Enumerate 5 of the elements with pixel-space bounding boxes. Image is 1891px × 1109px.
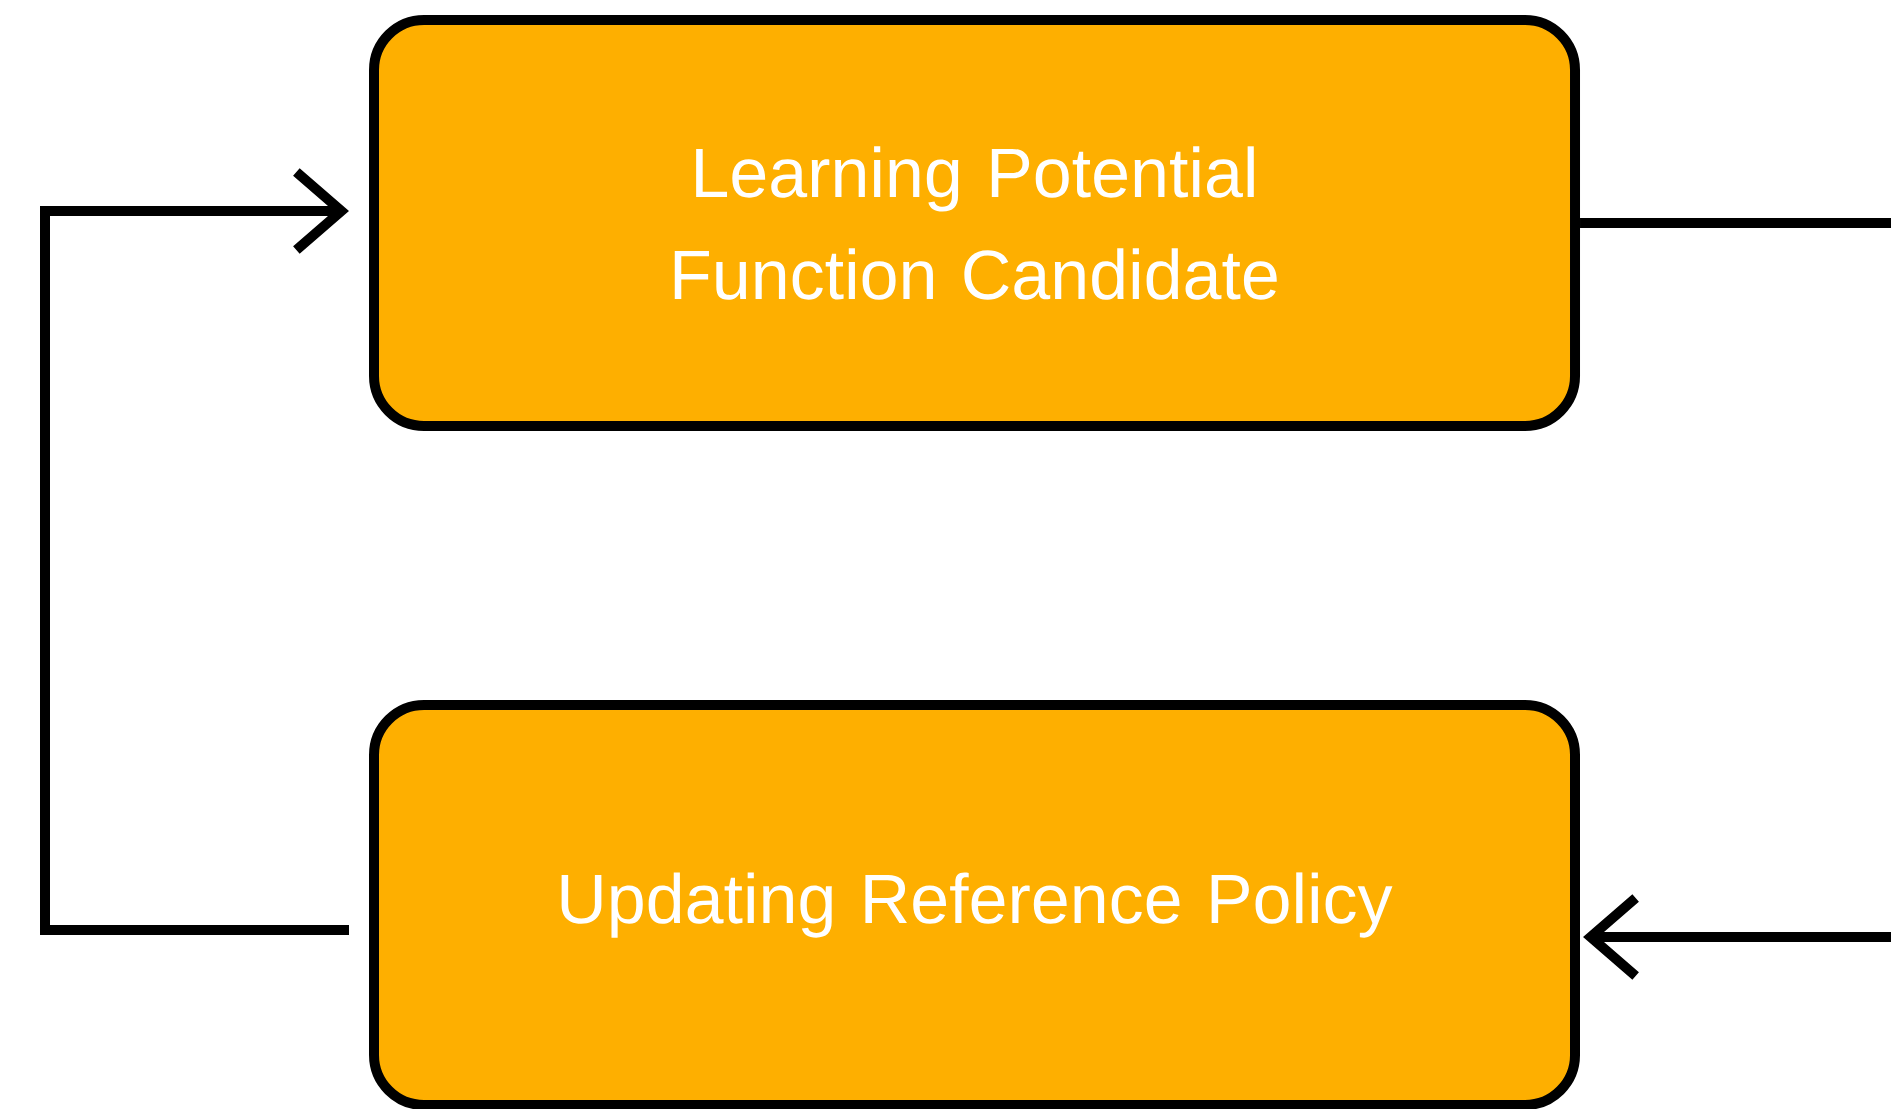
process-box: Learning Potential Function Candidate	[369, 15, 1580, 431]
arrow	[40, 168, 349, 935]
arrow	[1583, 894, 1891, 980]
connector-line	[1580, 218, 1891, 228]
process-box: Updating Reference Policy	[369, 700, 1580, 1109]
